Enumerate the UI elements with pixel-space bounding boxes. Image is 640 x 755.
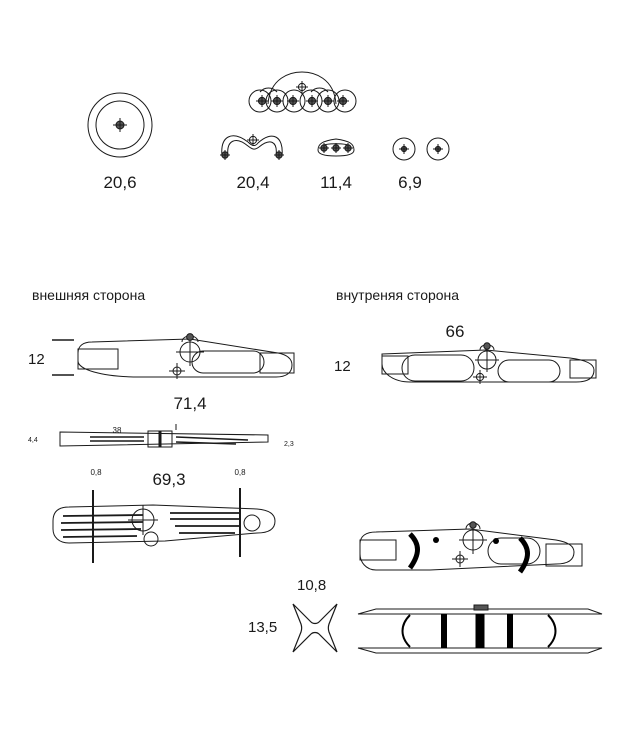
caption-outer-side: внешняя сторона <box>32 287 146 303</box>
dimension-label-66: 66 <box>445 322 465 341</box>
dimension-label-4-4: 4,4 <box>28 437 38 444</box>
ribbed-plate-view <box>52 488 276 563</box>
dimension-label-20-4: 20,4 <box>236 173 270 192</box>
dimension-label-0-8-right: 0,8 <box>234 468 246 477</box>
inner-side-view <box>381 342 597 384</box>
top-detail-row <box>87 71 450 161</box>
dimension-label-6-9: 6,9 <box>398 173 422 192</box>
dimension-label-outer-height: 12 <box>28 351 45 368</box>
washer-disc-detail <box>87 92 153 158</box>
edge-profile-view <box>59 424 269 448</box>
x-cross-section <box>292 603 338 653</box>
circle-chain-detail <box>248 71 357 113</box>
dimension-label-inner-height: 12 <box>334 358 351 375</box>
flat-bar-detail <box>317 138 355 157</box>
banded-side-view <box>359 521 583 574</box>
dimension-label-20-6: 20,6 <box>103 173 137 192</box>
caption-inner-side: внутреняя сторона <box>336 287 460 303</box>
arch-bracket-detail <box>220 134 284 160</box>
outer-side-view <box>52 333 295 379</box>
dimension-label-2-3: 2,3 <box>284 441 294 448</box>
twin-dots-detail <box>392 137 450 161</box>
dimension-label-11-4: 11,4 <box>320 173 352 192</box>
dimension-label-71-4: 71,4 <box>173 394 207 413</box>
dimension-label-13-5: 13,5 <box>248 619 278 636</box>
dimension-label-38: 38 <box>112 426 122 435</box>
dimension-label-0-8-left: 0,8 <box>90 468 102 477</box>
dimension-label-69-3: 69,3 <box>152 470 186 489</box>
dimension-label-10-8: 10,8 <box>297 577 327 594</box>
banded-edge-view <box>357 604 603 654</box>
